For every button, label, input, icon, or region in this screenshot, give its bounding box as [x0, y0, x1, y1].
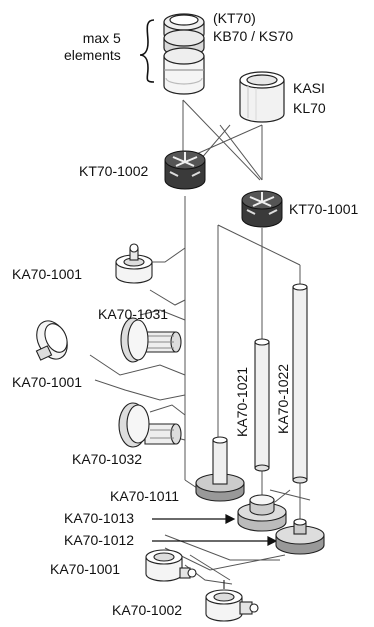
connector-line: [149, 289, 186, 306]
brace-icon: [139, 19, 155, 83]
ka70-1001-mid-image: [35, 320, 68, 361]
ka70-1012-image: [275, 518, 325, 555]
connector-line: [199, 124, 231, 161]
ka70-1001-top-label: KA70-1001: [12, 266, 83, 282]
connector-line: [164, 547, 286, 571]
connector-line: [94, 379, 186, 401]
connector-line: [274, 489, 291, 503]
kt70-1001-hub-image: [241, 190, 283, 228]
ka70-1032-label: KA70-1032: [72, 451, 143, 467]
ka70-1001-bottom-image: [145, 549, 197, 582]
kb70-ks70-label: KB70 / KS70: [213, 28, 294, 44]
ka70-1021-rod-image: [254, 338, 270, 472]
ka70-1002-bottom-image: [205, 580, 259, 622]
arrow-head: [267, 536, 278, 546]
connector-line: [182, 99, 261, 181]
connector-line: [139, 309, 186, 321]
connector-line: [149, 404, 186, 416]
arrow-head: [225, 514, 236, 524]
kb70-stack-image: [163, 13, 205, 95]
ka70-1022-rod-image: [292, 283, 308, 484]
ka70-1012-label: KA70-1012: [64, 532, 135, 548]
connector-line: [269, 489, 311, 501]
ka70-1011-label: KA70-1011: [110, 488, 180, 504]
ka70-1021-label: KA70-1021: [234, 366, 250, 437]
kt70-label: (KT70): [213, 10, 256, 26]
kt70-1001-label: KT70-1001: [289, 201, 359, 217]
ka70-1013-image: [237, 494, 287, 532]
connector-line: [219, 124, 263, 181]
connector-line: [164, 534, 280, 561]
ka70-1031-label: KA70-1031: [98, 306, 169, 322]
ka70-1002-label: KA70-1002: [112, 602, 183, 618]
kl70-label: KL70: [293, 100, 326, 116]
ka70-1001-top-image: [115, 243, 153, 284]
connector-line: [189, 554, 231, 581]
max-elements-label: max 5 elements: [64, 30, 121, 63]
ka70-1001-bottom-label: KA70-1001: [50, 561, 121, 577]
ka70-1032-image: [118, 402, 182, 448]
connector-line: [89, 354, 186, 376]
ka70-1013-label: KA70-1013: [64, 510, 135, 526]
kt70-1002-hub-image: [164, 150, 206, 190]
ka70-1031-image: [120, 317, 182, 363]
connector-line: [217, 224, 301, 266]
kasi-cylinder-image: [239, 71, 285, 123]
ka70-1011-image: [195, 436, 245, 502]
kasi-label: KASI: [293, 80, 325, 96]
kt70-1002-label: KT70-1002: [79, 163, 149, 179]
ka70-1022-label: KA70-1022: [275, 363, 291, 434]
ka70-1001-mid-label: KA70-1001: [12, 374, 83, 390]
